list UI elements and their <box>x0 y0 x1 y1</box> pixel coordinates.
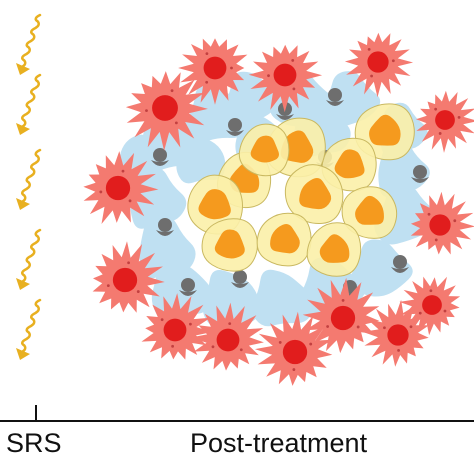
immune-cell-icon <box>399 276 461 336</box>
stromal-cell-icon <box>350 239 413 297</box>
immune-cell-icon <box>344 32 414 98</box>
immune-cell-icon <box>254 311 333 386</box>
immune-cell-icon <box>141 293 212 360</box>
immune-cell-icon <box>362 299 430 367</box>
stromal-nucleus-icon <box>226 118 244 136</box>
immune-cell-icon <box>125 71 208 151</box>
stromal-cell-icon <box>129 168 187 229</box>
tumor-cell-icon <box>306 222 362 277</box>
post-treatment-label: Post-treatment <box>190 428 368 458</box>
immune-cell-icon <box>92 241 165 313</box>
tumor-cell-icon <box>201 218 259 272</box>
srs-label: SRS <box>6 428 62 458</box>
immune-cell-icon <box>416 90 474 153</box>
immune-cell-icon <box>248 44 323 113</box>
radiation-wave-icon <box>16 298 42 360</box>
immune-cell-icon <box>190 302 264 371</box>
radiation-wave-icon <box>16 148 42 210</box>
immune-cell-icon <box>178 38 248 105</box>
stromal-nucleus-icon <box>391 255 409 273</box>
stromal-nucleus-icon <box>179 278 197 296</box>
radiation-wave-icon <box>16 73 42 135</box>
stromal-cell-icon <box>176 133 226 184</box>
immune-cell-layer <box>83 32 474 386</box>
tumor-cell-icon <box>341 186 398 239</box>
stromal-nucleus-icon <box>326 88 344 106</box>
stromal-cell-icon <box>251 269 315 327</box>
tumor-cell-icon <box>284 164 344 225</box>
radiation-wave-icon <box>16 228 42 290</box>
immune-cell-icon <box>83 151 159 224</box>
stromal-nucleus-icon <box>411 165 429 183</box>
stromal-nucleus-icon <box>231 270 249 288</box>
radiation-wave-icon <box>16 13 42 75</box>
immune-cell-icon <box>410 191 474 255</box>
tumor-cluster <box>187 103 415 277</box>
stromal-nucleus-icon <box>151 148 169 166</box>
stromal-nucleus-icon <box>156 218 174 236</box>
tumor-cell-icon <box>238 123 290 177</box>
radiation-arrows <box>16 13 42 360</box>
timeline-axis <box>0 405 474 422</box>
tumor-cell-icon <box>256 212 312 267</box>
immune-cell-icon <box>302 277 380 354</box>
